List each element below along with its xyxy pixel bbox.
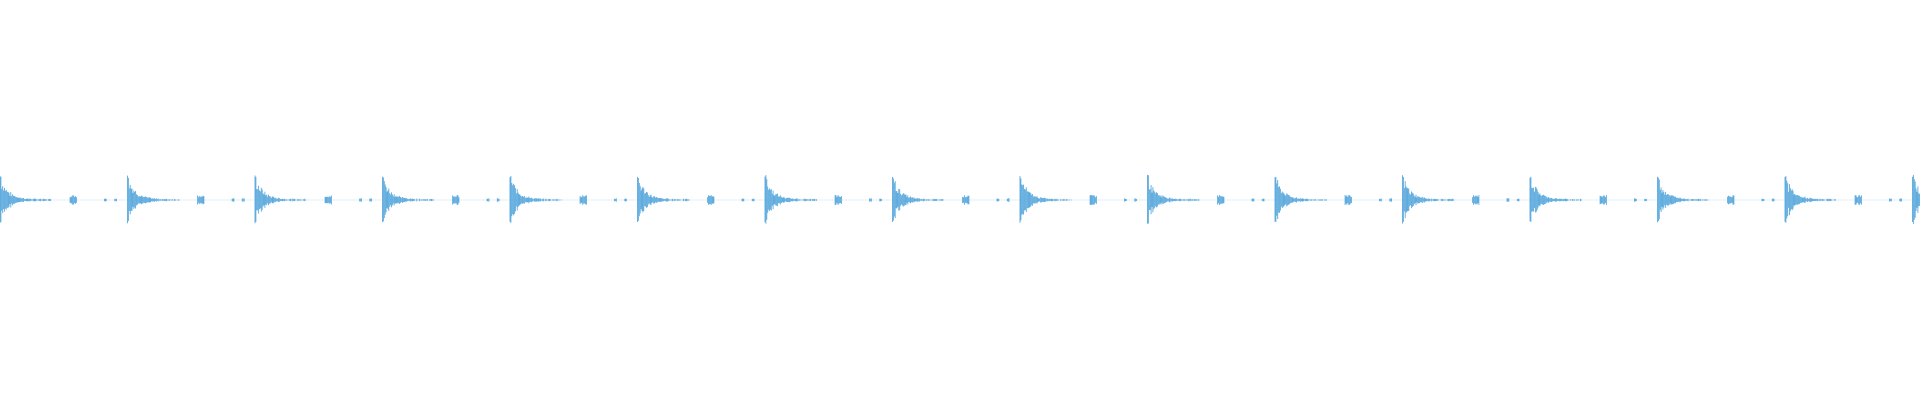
beat-transient [1912, 174, 1920, 224]
beat-transient [1784, 176, 1902, 223]
beat-transient [1019, 176, 1137, 223]
beat-transient [764, 175, 882, 224]
beat-transient [382, 176, 500, 223]
beat-transient [637, 176, 755, 222]
beat-transient [1657, 176, 1775, 223]
beat-transient [0, 176, 117, 223]
waveform-track [0, 174, 1920, 224]
beat-transient [254, 175, 373, 224]
beat-transient [127, 175, 245, 224]
beat-transient [1529, 176, 1647, 222]
beat-transient [1402, 175, 1520, 224]
beat-transient [1147, 174, 1265, 224]
beat-transient [1274, 177, 1392, 222]
beat-transient [509, 175, 627, 223]
beat-transient [892, 176, 1010, 222]
